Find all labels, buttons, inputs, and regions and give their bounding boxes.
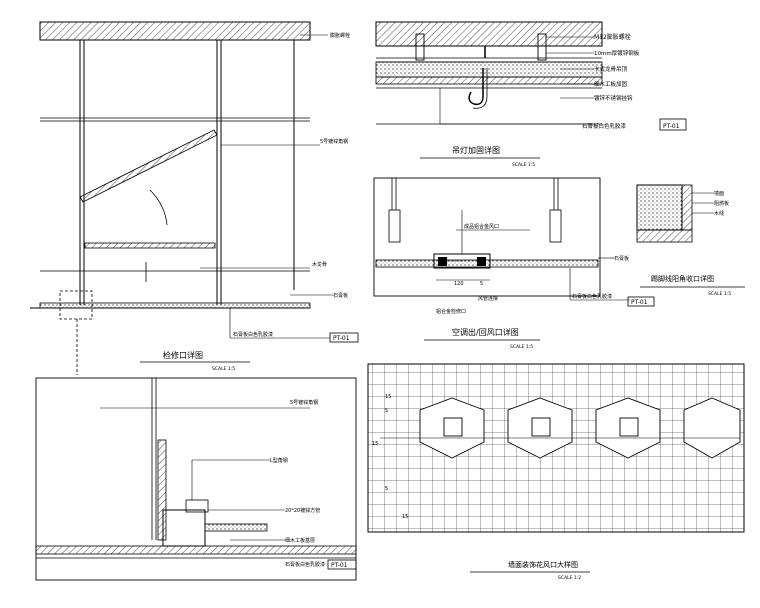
detail-joint: 墙面 阻燃板 木线 踢脚线阳角收口详图 SCALE 1:5 xyxy=(636,184,745,297)
vent-label-4: 铝合金检修口 xyxy=(436,308,466,315)
access-label-2: 5号镀锌角钢 xyxy=(320,138,348,145)
detail-grille: 15 5 15 5 15 墙面装饰花风口大样图 SCALE 1:2 xyxy=(367,363,745,581)
vent-title: 空调出/回风口详图 xyxy=(452,327,519,337)
vent-scale: SCALE 1:5 xyxy=(510,344,533,350)
detail-ceiling-hook: M12膨胀螺栓 10mm厚镀锌钢板 卡式龙骨吊顶 细木工板加固 镀锌不锈钢挂钩 … xyxy=(375,21,687,168)
hook-label-3: 卡式龙骨吊顶 xyxy=(594,65,628,73)
grille-title: 墙面装饰花风口大样图 xyxy=(508,560,578,569)
grille-dim-4: 5 xyxy=(385,486,388,492)
grille-dim-2: 5 xyxy=(385,408,388,414)
hook-label-2: 10mm厚镀锌钢板 xyxy=(594,49,640,57)
hook-label-1: M12膨胀螺栓 xyxy=(594,33,631,41)
edge-code: PT-01 xyxy=(331,562,348,569)
vent-dim-2: 5 xyxy=(480,281,483,287)
joint-scale: SCALE 1:5 xyxy=(708,291,731,297)
hook-code: PT-01 xyxy=(663,123,680,130)
edge-bottom-label: 石膏板白色乳胶漆 xyxy=(285,561,325,568)
edge-label-4: 细木工板基层 xyxy=(285,537,315,544)
vent-label-3: 风管连接 xyxy=(478,295,498,302)
access-label-4: 石膏板 xyxy=(333,292,348,299)
hook-label-4: 细木工板加固 xyxy=(594,80,628,88)
hook-label-5: 镀锌不锈钢挂钩 xyxy=(594,94,633,102)
hook-bottom-label: 石膏板白色乳胶漆 xyxy=(582,122,627,130)
access-title: 检修口详图 xyxy=(163,350,203,360)
vent-code: PT-01 xyxy=(631,299,648,306)
joint-label-3: 木线 xyxy=(714,210,724,217)
detail-ac-vent: 成品铝合金风口 120 5 石膏板 风管连接 铝合金检修口 石膏板白色乳胶漆 P… xyxy=(373,177,655,350)
grille-dim-1: 15 xyxy=(385,394,391,400)
joint-title: 踢脚线阳角收口详图 xyxy=(651,274,714,283)
access-label-1: 膨胀螺栓 xyxy=(330,32,350,39)
vent-dim-1: 120 xyxy=(454,281,464,287)
access-code: PT-01 xyxy=(333,335,350,342)
edge-label-1: 5号镀锌角钢 xyxy=(290,399,318,406)
edge-label-2: L型角钢 xyxy=(270,457,288,464)
hook-scale: SCALE 1:5 xyxy=(512,162,535,168)
joint-label-1: 墙面 xyxy=(714,190,724,197)
vent-bottom-label: 石膏板白色乳胶漆 xyxy=(572,293,612,300)
detail-access-panel: 膨胀螺栓 5号镀锌角钢 木龙骨 石膏板 石膏板白色乳胶漆 PT-01 检修口详图… xyxy=(30,21,359,375)
vent-label-2: 石膏板 xyxy=(614,255,629,262)
joint-label-2: 阻燃板 xyxy=(714,200,729,207)
detail-edge: 5号镀锌角钢 L型角钢 20*20镀锌方管 细木工板基层 石膏板白色乳胶漆 PT… xyxy=(35,377,357,581)
edge-label-3: 20*20镀锌方管 xyxy=(285,507,320,514)
access-bottom-label: 石膏板白色乳胶漆 xyxy=(233,331,273,338)
hook-title: 吊灯加固详图 xyxy=(452,145,500,155)
grille-scale: SCALE 1:2 xyxy=(558,575,581,581)
vent-label-1: 成品铝合金风口 xyxy=(464,223,499,230)
grille-dim-5: 15 xyxy=(402,514,408,520)
access-label-3: 木龙骨 xyxy=(312,261,327,268)
access-scale: SCALE 1:5 xyxy=(212,366,235,372)
grille-dim-3: 15 xyxy=(372,441,378,447)
